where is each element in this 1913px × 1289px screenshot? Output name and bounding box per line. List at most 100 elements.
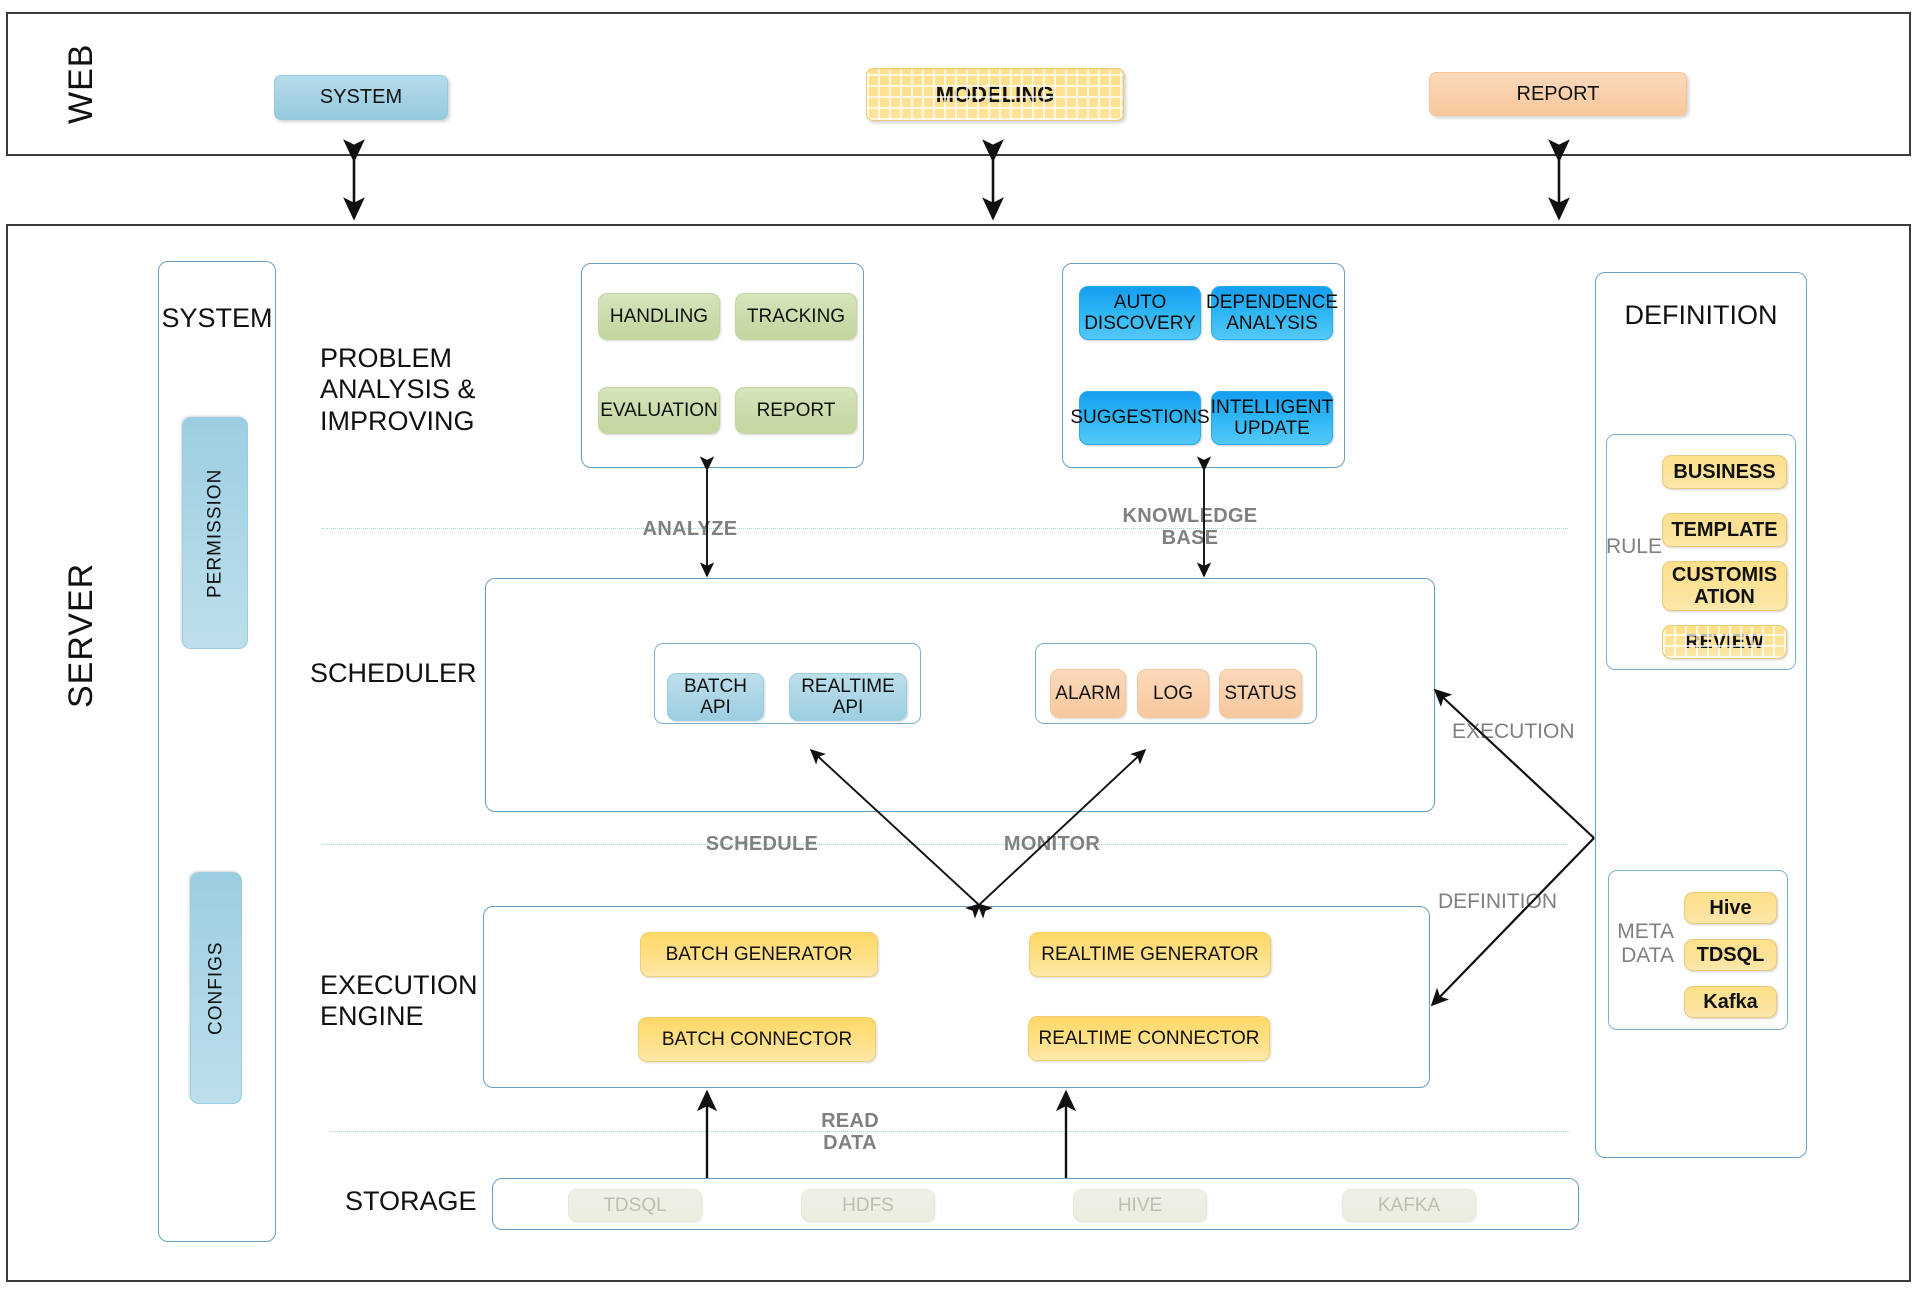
section-label-problem-analysis-line2: ANALYSIS & xyxy=(320,374,476,405)
flow-label-monitor: MONITOR xyxy=(1003,833,1101,855)
knowledge-item-intelligent-update[interactable]: INTELLIGENT UPDATE xyxy=(1211,391,1333,445)
flow-label-read-data-line1: READ xyxy=(821,1110,879,1132)
definition-panel-title: DEFINITION xyxy=(1624,300,1778,330)
definition-rule-item-business[interactable]: BUSINESS xyxy=(1662,455,1787,489)
system-panel-title: SYSTEM xyxy=(161,303,273,333)
system-item-configs[interactable]: CONFIGS xyxy=(190,872,242,1104)
section-label-execution-engine-line1: EXECUTION xyxy=(320,970,478,1000)
system-item-permission[interactable]: PERMISSION xyxy=(182,417,248,649)
definition-meta-label: META DATA xyxy=(1612,920,1674,968)
system-item-permission-label: PERMISSION xyxy=(204,468,226,598)
definition-rule-item-customisation-line2: ATION xyxy=(1694,586,1755,608)
execution-item-realtime-connector[interactable]: REALTIME CONNECTOR xyxy=(1028,1016,1270,1061)
web-button-system-label: SYSTEM xyxy=(319,86,403,108)
knowledge-item-auto-discovery[interactable]: AUTO DISCOVERY xyxy=(1079,286,1201,340)
problem-item-evaluation-label: EVALUATION xyxy=(600,399,718,421)
execution-item-batch-generator-label: BATCH GENERATOR xyxy=(665,943,853,965)
knowledge-item-intelligent-update-line1: INTELLIGENT xyxy=(1210,396,1334,418)
separator-analyze xyxy=(322,528,1568,529)
section-label-execution-engine-line2: ENGINE xyxy=(320,1001,424,1032)
execution-item-realtime-generator-label: REALTIME GENERATOR xyxy=(1041,943,1259,965)
knowledge-item-intelligent-update-line2: UPDATE xyxy=(1234,418,1310,439)
storage-item-tdsql-label: TDSQL xyxy=(603,1194,667,1216)
execution-item-batch-generator[interactable]: BATCH GENERATOR xyxy=(640,932,878,977)
execution-item-batch-connector[interactable]: BATCH CONNECTOR xyxy=(638,1017,876,1062)
section-label-problem-analysis-line1: PROBLEM xyxy=(320,343,453,373)
definition-meta-label-line2: DATA xyxy=(1621,944,1674,968)
separator-schedule-monitor xyxy=(322,844,1568,845)
definition-rule-item-review[interactable]: REVIEW xyxy=(1662,625,1787,659)
section-label-scheduler: SCHEDULER xyxy=(310,658,477,688)
web-button-modeling[interactable]: MODELING xyxy=(866,68,1124,121)
scheduler-item-alarm-label: ALARM xyxy=(1055,682,1121,704)
problem-item-handling[interactable]: HANDLING xyxy=(598,293,720,340)
storage-item-hive[interactable]: HIVE xyxy=(1073,1189,1207,1222)
storage-item-hdfs[interactable]: HDFS xyxy=(801,1189,935,1222)
knowledge-item-suggestions-label: SUGGESTIONS xyxy=(1070,407,1210,429)
server-layer-tag: SERVER xyxy=(62,562,100,708)
problem-item-report[interactable]: REPORT xyxy=(735,387,857,434)
web-button-system[interactable]: SYSTEM xyxy=(274,75,448,120)
definition-meta-item-hive[interactable]: Hive xyxy=(1684,892,1777,924)
web-button-report[interactable]: REPORT xyxy=(1429,72,1687,116)
flow-label-execution: EXECUTION xyxy=(1452,720,1575,743)
scheduler-item-batch-api[interactable]: BATCH API xyxy=(667,673,764,721)
definition-rule-item-template-label: TEMPLATE xyxy=(1671,518,1778,541)
flow-label-analyze: ANALYZE xyxy=(642,518,738,540)
knowledge-item-auto-discovery-line1: AUTO xyxy=(1113,291,1167,313)
storage-item-tdsql[interactable]: TDSQL xyxy=(568,1189,702,1222)
scheduler-item-log-label: LOG xyxy=(1152,682,1194,704)
flow-label-read-data: READ DATA xyxy=(760,1110,940,1155)
system-item-configs-label: CONFIGS xyxy=(205,941,227,1035)
definition-meta-item-kafka-label: Kafka xyxy=(1703,990,1758,1013)
execution-item-batch-connector-label: BATCH CONNECTOR xyxy=(661,1028,853,1050)
definition-meta-label-line1: META xyxy=(1617,920,1674,943)
knowledge-item-suggestions[interactable]: SUGGESTIONS xyxy=(1070,391,1210,445)
scheduler-item-batch-api-label: BATCH API xyxy=(684,675,747,718)
definition-rule-item-template[interactable]: TEMPLATE xyxy=(1662,513,1787,547)
flow-label-knowledge-base-line2: BASE xyxy=(1161,527,1219,550)
web-button-modeling-label: MODELING xyxy=(935,81,1055,107)
knowledge-item-dependence-analysis[interactable]: DEPENDENCE ANALYSIS xyxy=(1206,286,1338,340)
definition-rule-item-customisation-line1: CUSTOMIS xyxy=(1671,563,1778,586)
problem-item-tracking[interactable]: TRACKING xyxy=(735,293,857,340)
section-label-storage: STORAGE xyxy=(345,1186,477,1216)
section-label-problem-analysis-line3: IMPROVING xyxy=(320,405,475,436)
storage-item-hdfs-label: HDFS xyxy=(842,1194,894,1216)
storage-item-kafka-label: KAFKA xyxy=(1377,1194,1441,1216)
problem-item-tracking-label: TRACKING xyxy=(746,305,846,327)
problem-item-report-label: REPORT xyxy=(756,399,836,421)
knowledge-item-dependence-analysis-line2: ANALYSIS xyxy=(1226,313,1318,334)
execution-item-realtime-connector-label: REALTIME CONNECTOR xyxy=(1038,1027,1260,1049)
definition-meta-item-hive-label: Hive xyxy=(1709,896,1752,919)
problem-item-handling-label: HANDLING xyxy=(609,305,709,327)
scheduler-item-log[interactable]: LOG xyxy=(1137,669,1209,718)
scheduler-item-status-label: STATUS xyxy=(1224,682,1297,704)
execution-engine-panel xyxy=(483,906,1430,1088)
web-button-report-label: REPORT xyxy=(1516,82,1600,105)
definition-meta-item-tdsql-label: TDSQL xyxy=(1696,943,1765,966)
flow-label-knowledge-base-line1: KNOWLEDGE xyxy=(1122,505,1258,527)
flow-label-knowledge-base: KNOWLEDGE BASE xyxy=(1090,505,1290,550)
flow-label-schedule: SCHEDULE xyxy=(705,833,819,855)
separator-read-data xyxy=(330,1131,1570,1132)
flow-label-read-data-line2: DATA xyxy=(823,1132,877,1155)
definition-rule-item-customisation[interactable]: CUSTOMIS ATION xyxy=(1662,561,1787,611)
scheduler-item-realtime-api-label: REALTIME API xyxy=(801,675,895,718)
knowledge-item-auto-discovery-line2: DISCOVERY xyxy=(1084,313,1196,334)
definition-meta-item-tdsql[interactable]: TDSQL xyxy=(1684,939,1777,971)
storage-item-kafka[interactable]: KAFKA xyxy=(1342,1189,1476,1222)
scheduler-item-alarm[interactable]: ALARM xyxy=(1050,669,1126,718)
section-label-execution-engine: EXECUTION ENGINE xyxy=(320,970,550,1033)
scheduler-item-realtime-api[interactable]: REALTIME API xyxy=(789,673,907,721)
web-layer-tag: WEB xyxy=(62,43,100,124)
problem-item-evaluation[interactable]: EVALUATION xyxy=(598,387,720,434)
section-label-problem-analysis: PROBLEM ANALYSIS & IMPROVING xyxy=(320,343,550,437)
scheduler-item-status[interactable]: STATUS xyxy=(1219,669,1302,718)
execution-item-realtime-generator[interactable]: REALTIME GENERATOR xyxy=(1029,932,1271,977)
definition-rule-label: RULE xyxy=(1605,535,1662,558)
definition-rule-item-review-label: REVIEW xyxy=(1685,630,1764,653)
knowledge-item-dependence-analysis-line1: DEPENDENCE xyxy=(1206,291,1338,313)
definition-meta-item-kafka[interactable]: Kafka xyxy=(1684,986,1777,1018)
storage-item-hive-label: HIVE xyxy=(1117,1194,1163,1216)
